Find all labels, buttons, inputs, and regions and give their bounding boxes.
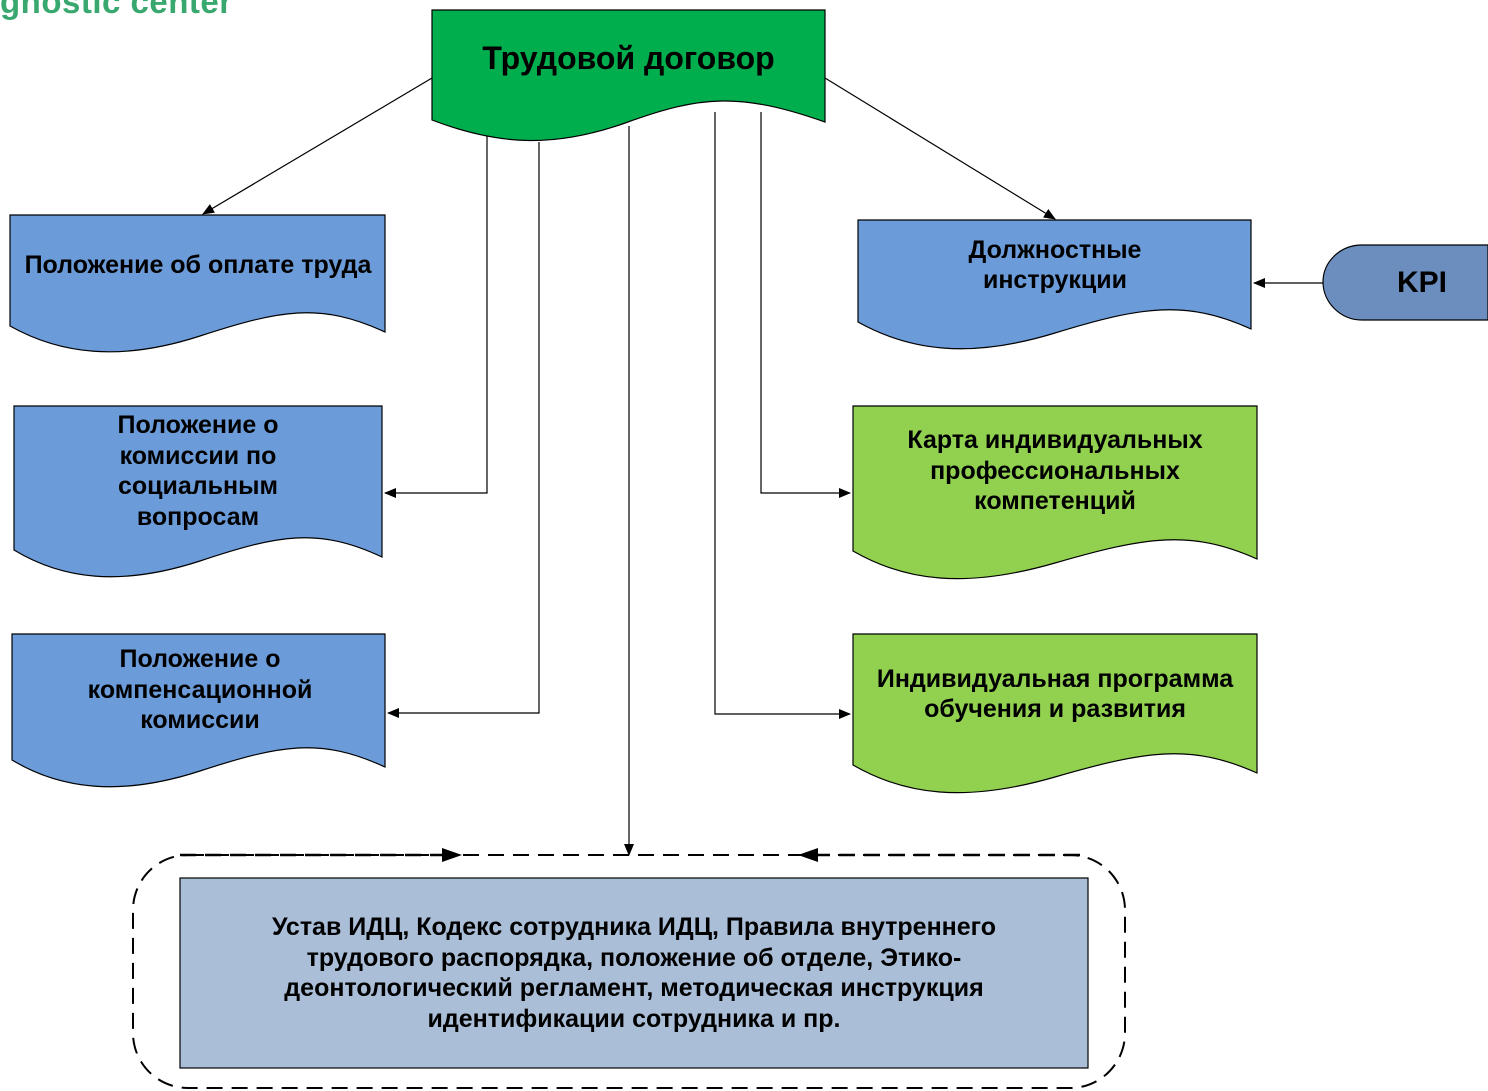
training-document-shape[interactable] — [852, 633, 1258, 794]
job-document-shape[interactable] — [857, 219, 1252, 350]
dashed-arrow-right-head — [798, 848, 818, 862]
social-document-shape[interactable] — [13, 405, 383, 578]
connector-root-to-social — [384, 136, 488, 498]
bottom-box-shape[interactable] — [179, 877, 1089, 1069]
social-label: Положение о комиссии по социальным вопро… — [117, 411, 279, 531]
root-document-shape[interactable] — [431, 9, 826, 142]
competence-label: Карта индивидуальных профессиональных ко… — [907, 426, 1203, 516]
job-label: Должностные инструкции — [968, 235, 1142, 295]
connector-root-to-competence — [760, 112, 851, 498]
pay-document-shape[interactable] — [9, 214, 386, 353]
compensation-label: Положение о компенсационной комиссии — [87, 645, 313, 735]
connector-root-to-compensation — [387, 142, 540, 718]
kpi-label: KPI — [1396, 265, 1447, 299]
connector-root-to-job — [824, 77, 1056, 220]
competence-document-shape[interactable] — [852, 405, 1258, 580]
bottom-label: Устав ИДЦ, Кодекс сотрудника ИДЦ, Правил… — [271, 913, 997, 1033]
kpi-terminator-shape[interactable] — [1322, 244, 1488, 321]
connector-root-to-pay — [202, 77, 433, 215]
connector-root-to-training — [714, 112, 851, 719]
dashed-arrow-left-head — [442, 848, 462, 862]
root-label: Трудовой договор — [482, 40, 775, 77]
training-label: Индивидуальная программа обучения и разв… — [876, 664, 1234, 724]
logo-text: gnostic center — [0, 0, 233, 20]
compensation-document-shape[interactable] — [11, 633, 386, 788]
pay-label: Положение об оплате труда — [24, 250, 372, 279]
